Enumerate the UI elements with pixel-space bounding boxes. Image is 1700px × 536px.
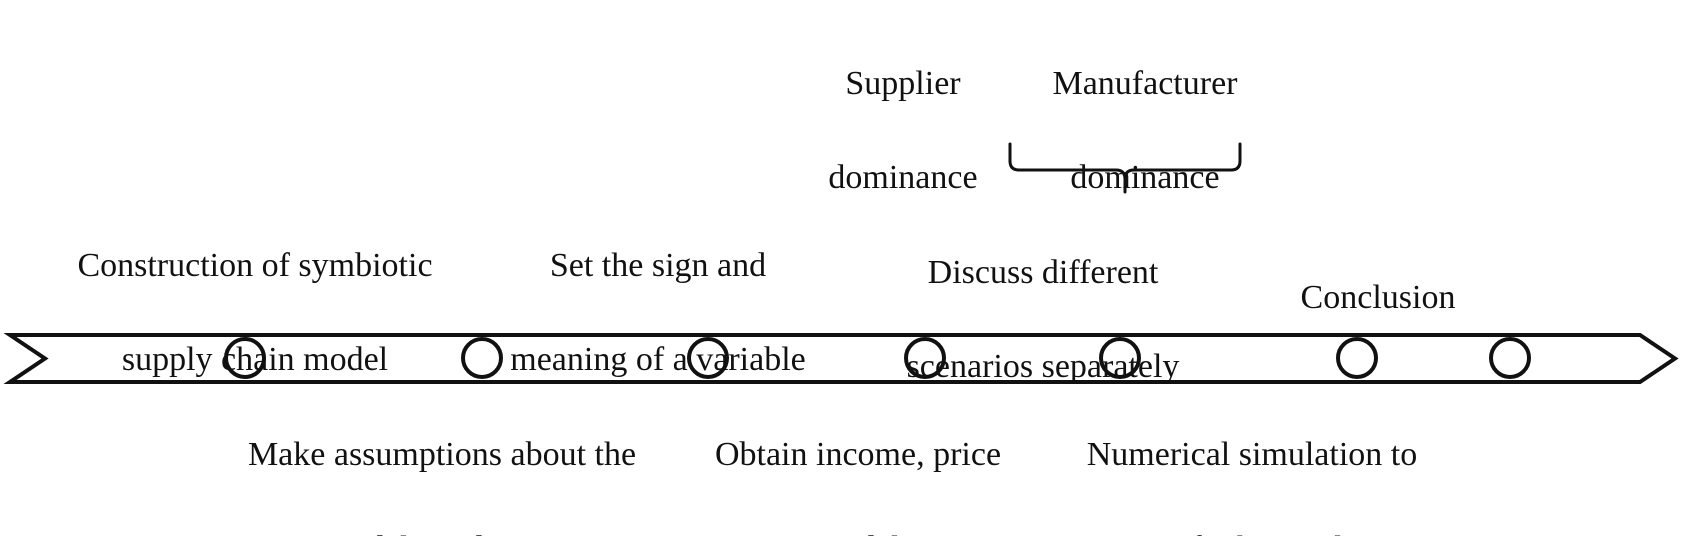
step-label-conclusion: Conclusion [1198, 228, 1558, 369]
step-label-line-1: Obtain income, price [714, 435, 1002, 473]
brace-label-line-2: dominance [828, 158, 978, 196]
step-label-line-1: Construction of symbiotic [77, 246, 433, 284]
step-label-line-1: Discuss different [927, 253, 1159, 291]
step-label-line-2: verify the results [1022, 526, 1482, 536]
step-label-line-2: model [638, 526, 1078, 536]
step-label-line-2: model conditions [172, 526, 712, 536]
step-label-discuss-scenarios: Discuss different scenarios separately [843, 203, 1243, 438]
step-label-numerical-simulation: Numerical simulation to verify the resul… [1022, 385, 1482, 536]
brace-label-line-1: Supplier [845, 64, 961, 102]
brace-label-supplier-dominance: Supplier dominance [763, 14, 1043, 249]
step-label-line-2: supply chain model [121, 340, 389, 378]
step-label-line-1: Set the sign and [549, 246, 767, 284]
brace-label-line-2: dominance [1070, 158, 1220, 196]
step-label-obtain-income: Obtain income, price model [638, 385, 1078, 536]
step-label-line-1: Make assumptions about the [247, 435, 637, 473]
step-label-construction: Construction of symbiotic supply chain m… [0, 196, 510, 431]
step-label-line-1: Conclusion [1300, 278, 1456, 316]
step-label-line-2: meaning of a variable [510, 340, 806, 378]
brace-label-line-1: Manufacturer [1052, 64, 1238, 102]
step-label-set-sign: Set the sign and meaning of a variable [438, 196, 878, 431]
step-label-line-1: Numerical simulation to [1086, 435, 1418, 473]
brace-label-manufacturer-dominance: Manufacturer dominance [985, 14, 1305, 249]
step-label-line-2: scenarios separately [906, 347, 1180, 385]
step-label-make-assumptions: Make assumptions about the model conditi… [172, 385, 712, 536]
